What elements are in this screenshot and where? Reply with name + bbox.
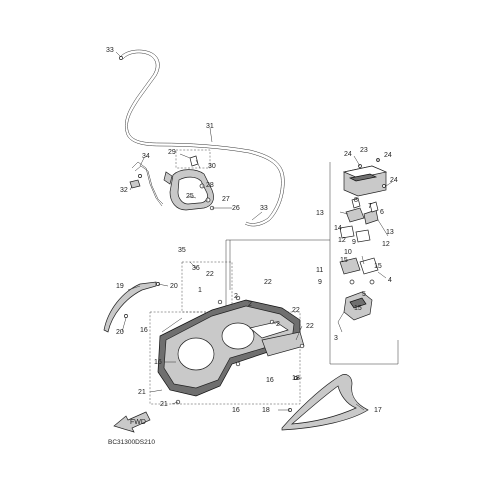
- callout-16: 16: [154, 359, 162, 366]
- side-cover-17: [281, 374, 369, 431]
- front-arrow-label: FWD: [130, 419, 146, 426]
- callout-19: 19: [116, 283, 124, 290]
- callout-16: 16: [232, 407, 240, 414]
- callout-20: 20: [116, 329, 124, 336]
- reservoir-group: [163, 149, 215, 211]
- trim-strip-19: [103, 281, 160, 333]
- callout-24: 24: [390, 177, 398, 184]
- callout-1: 1: [198, 287, 202, 294]
- callout-6: 6: [380, 209, 384, 216]
- callout-22: 22: [264, 279, 272, 286]
- ecu-unit-23: [342, 158, 388, 197]
- callout-8: 8: [354, 197, 358, 204]
- callout-3: 3: [334, 335, 338, 342]
- callout-27: 27: [222, 196, 230, 203]
- callout-24: 24: [344, 151, 352, 158]
- callout-9: 9: [318, 279, 322, 286]
- callout-22: 22: [292, 307, 300, 314]
- callout-13: 13: [316, 210, 324, 217]
- callout-14: 14: [334, 225, 342, 232]
- callout-36: 36: [192, 265, 200, 272]
- callout-4: 4: [388, 277, 392, 284]
- relay-bracket-group: [337, 197, 379, 333]
- callout-10: 10: [344, 249, 352, 256]
- callout-16: 16: [140, 327, 148, 334]
- callout-16: 16: [266, 377, 274, 384]
- callout-34: 34: [142, 153, 150, 160]
- front-direction-arrow: FWD: [113, 411, 151, 433]
- callout-12: 12: [338, 237, 346, 244]
- inner-panel-1: [149, 240, 305, 405]
- callout-21: 21: [138, 389, 146, 396]
- callout-28: 28: [206, 182, 214, 189]
- callout-22: 22: [306, 323, 314, 330]
- callout-2: 2: [248, 301, 252, 308]
- callout-labels: 33 31 29 30 34 32 25 28 27 26 33 24 23 2…: [106, 47, 398, 414]
- callout-32: 32: [120, 187, 128, 194]
- callout-5: 5: [362, 291, 366, 298]
- callout-7: 7: [368, 203, 372, 210]
- callout-26: 26: [232, 205, 240, 212]
- callout-24: 24: [384, 152, 392, 159]
- callout-33: 33: [260, 205, 268, 212]
- cable-harness: [119, 49, 285, 227]
- callout-13: 13: [386, 229, 394, 236]
- callout-15: 15: [354, 305, 362, 312]
- leader-lines: [115, 51, 393, 411]
- callout-22: 22: [206, 271, 214, 278]
- callout-23: 23: [360, 147, 368, 154]
- callout-35: 35: [178, 247, 186, 254]
- callout-21: 21: [160, 401, 168, 408]
- callout-31: 31: [206, 123, 214, 130]
- callout-18: 18: [262, 407, 270, 414]
- callout-18: 18: [292, 375, 300, 382]
- callout-15: 15: [374, 263, 382, 270]
- callout-12: 12: [382, 241, 390, 248]
- callout-9: 9: [352, 239, 356, 246]
- bracket-34-32: [129, 161, 164, 207]
- callout-25: 25: [186, 193, 194, 200]
- callout-20: 20: [170, 283, 178, 290]
- callout-2: 2: [276, 321, 280, 328]
- diagram-code: BC31300DS210: [108, 439, 155, 446]
- callout-15: 15: [340, 257, 348, 264]
- callout-29: 29: [168, 149, 176, 156]
- callout-17: 17: [374, 407, 382, 414]
- callout-30: 30: [208, 163, 216, 170]
- callout-11: 11: [316, 267, 323, 274]
- callout-2: 2: [234, 293, 238, 300]
- callout-33: 33: [106, 47, 114, 54]
